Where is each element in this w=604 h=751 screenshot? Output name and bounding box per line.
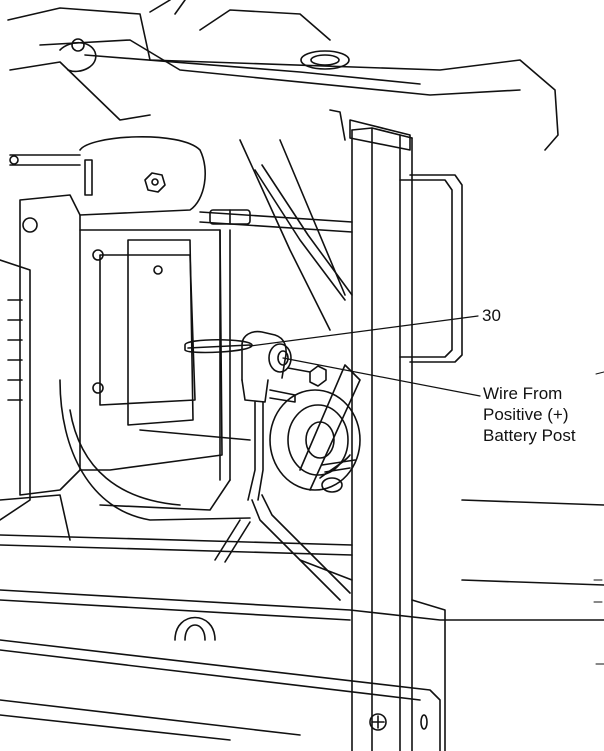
mounting-plate bbox=[0, 194, 223, 521]
linkage-rods bbox=[239, 139, 353, 331]
edge-marks bbox=[593, 371, 604, 665]
callout-wire-line-2: Positive (+) bbox=[483, 405, 569, 424]
leader-wire bbox=[282, 357, 481, 397]
wire-tie bbox=[184, 339, 253, 354]
leader-30 bbox=[249, 315, 479, 347]
phillips-screw bbox=[369, 713, 387, 731]
slot-hole bbox=[420, 714, 428, 730]
callout-wire-line-3: Battery Post bbox=[483, 426, 576, 445]
callout-leaders bbox=[249, 315, 481, 397]
callout-wire-line-1: Wire From bbox=[483, 384, 563, 403]
lower-frame bbox=[0, 499, 604, 751]
solenoid-terminal bbox=[241, 330, 327, 501]
bolt-assembly bbox=[9, 136, 206, 216]
callout-part-30: 30 bbox=[482, 306, 501, 325]
vertical-post bbox=[351, 127, 463, 751]
upper-frame bbox=[7, 0, 559, 151]
horizontal-rod bbox=[199, 209, 353, 233]
callout-wire-from-positive: Wire From Positive (+) Battery Post bbox=[483, 383, 576, 446]
starter-motor bbox=[0, 364, 361, 541]
lower-cable bbox=[214, 494, 351, 601]
